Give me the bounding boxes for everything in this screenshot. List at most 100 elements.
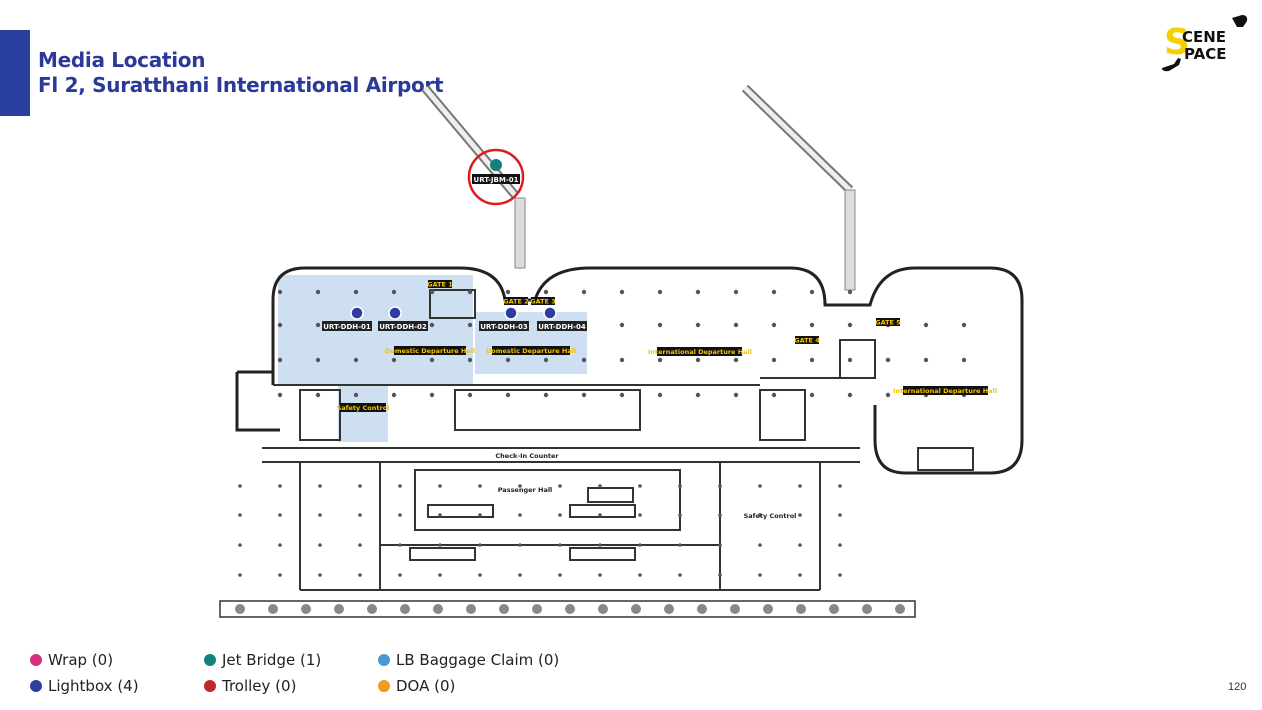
column bbox=[885, 392, 891, 398]
domestic-hall-label-1: Domestic Departure Hall bbox=[385, 346, 475, 355]
column bbox=[318, 573, 322, 577]
walkway-marker bbox=[400, 604, 410, 614]
svg-text:GATE 1: GATE 1 bbox=[427, 281, 453, 289]
column bbox=[518, 513, 522, 517]
column bbox=[771, 289, 777, 295]
column bbox=[278, 573, 282, 577]
wrap-dot-icon bbox=[30, 654, 42, 666]
walkway-marker bbox=[301, 604, 311, 614]
marker-urt-ddh-02[interactable]: URT-DDH-02 bbox=[378, 306, 428, 331]
legend-wrap: Wrap (0) bbox=[30, 651, 113, 669]
column bbox=[315, 392, 321, 398]
svg-text:URT-JBM-01: URT-JBM-01 bbox=[474, 176, 519, 184]
check-in-counter-label: Check-In Counter bbox=[495, 452, 559, 460]
column bbox=[358, 573, 362, 577]
intl-hall-label-2: International Departure Hall bbox=[893, 386, 997, 395]
column bbox=[505, 392, 511, 398]
column bbox=[638, 484, 642, 488]
column bbox=[505, 289, 511, 295]
lb-baggage-dot-icon bbox=[378, 654, 390, 666]
column bbox=[277, 322, 283, 328]
column bbox=[518, 573, 522, 577]
column bbox=[923, 357, 929, 363]
column bbox=[398, 513, 402, 517]
column bbox=[238, 513, 242, 517]
column bbox=[398, 484, 402, 488]
walkway-marker bbox=[598, 604, 608, 614]
column bbox=[758, 573, 762, 577]
intl-hall-label-1: International Departure Hall bbox=[648, 347, 752, 356]
column bbox=[558, 484, 562, 488]
column bbox=[318, 484, 322, 488]
scene-space-logo: S CENE PACE bbox=[1162, 15, 1248, 72]
column bbox=[678, 543, 682, 547]
column bbox=[558, 573, 562, 577]
column bbox=[438, 484, 442, 488]
column bbox=[847, 392, 853, 398]
walkway-marker bbox=[433, 604, 443, 614]
column bbox=[598, 484, 602, 488]
trolley-dot-icon bbox=[204, 680, 216, 692]
marker-urt-ddh-01[interactable]: URT-DDH-01 bbox=[322, 306, 372, 331]
column bbox=[278, 543, 282, 547]
column bbox=[581, 289, 587, 295]
column bbox=[923, 322, 929, 328]
column bbox=[518, 484, 522, 488]
column bbox=[838, 573, 842, 577]
column bbox=[809, 392, 815, 398]
walkway-marker bbox=[466, 604, 476, 614]
column bbox=[391, 357, 397, 363]
legend-jet-bridge: Jet Bridge (1) bbox=[204, 651, 321, 669]
column bbox=[847, 357, 853, 363]
column bbox=[758, 543, 762, 547]
svg-text:GATE 4: GATE 4 bbox=[794, 337, 820, 345]
column bbox=[733, 392, 739, 398]
column bbox=[543, 357, 549, 363]
safety-control-area bbox=[338, 337, 388, 442]
walkway-marker bbox=[895, 604, 905, 614]
svg-text:International Departure Hall: International Departure Hall bbox=[893, 387, 997, 395]
column bbox=[798, 543, 802, 547]
svg-text:GATE 3: GATE 3 bbox=[530, 298, 556, 306]
column bbox=[478, 573, 482, 577]
column bbox=[581, 357, 587, 363]
marker-urt-ddh-04[interactable]: URT-DDH-04 bbox=[537, 306, 587, 331]
column bbox=[358, 543, 362, 547]
column bbox=[758, 484, 762, 488]
gate-1-label: GATE 1 bbox=[427, 280, 453, 289]
column bbox=[543, 289, 549, 295]
column bbox=[429, 289, 435, 295]
column bbox=[771, 322, 777, 328]
marker-urt-ddh-03[interactable]: URT-DDH-03 bbox=[479, 306, 529, 331]
column bbox=[238, 543, 242, 547]
column bbox=[657, 392, 663, 398]
column bbox=[695, 289, 701, 295]
walkway-marker bbox=[829, 604, 839, 614]
column bbox=[467, 322, 473, 328]
svg-text:CENE: CENE bbox=[1182, 28, 1226, 46]
column bbox=[657, 357, 663, 363]
svg-text:Domestic Departure Hall: Domestic Departure Hall bbox=[486, 347, 576, 355]
column bbox=[798, 573, 802, 577]
column bbox=[391, 289, 397, 295]
column bbox=[467, 392, 473, 398]
column bbox=[809, 357, 815, 363]
marker-urt-jbm-01[interactable]: URT-JBM-01 bbox=[467, 148, 525, 206]
column bbox=[733, 322, 739, 328]
column bbox=[467, 289, 473, 295]
jet-bridge-1-tunnel bbox=[514, 197, 526, 269]
title-line-2: Fl 2, Suratthani International Airport bbox=[38, 73, 444, 97]
column bbox=[771, 357, 777, 363]
column bbox=[619, 322, 625, 328]
column bbox=[847, 289, 853, 295]
column bbox=[478, 543, 482, 547]
column bbox=[277, 392, 283, 398]
domestic-hall-label-2: Domestic Departure Hall bbox=[486, 346, 576, 355]
column bbox=[961, 357, 967, 363]
column bbox=[358, 484, 362, 488]
svg-text:International Departure Hall: International Departure Hall bbox=[648, 348, 752, 356]
column bbox=[238, 484, 242, 488]
column bbox=[771, 392, 777, 398]
column bbox=[838, 543, 842, 547]
